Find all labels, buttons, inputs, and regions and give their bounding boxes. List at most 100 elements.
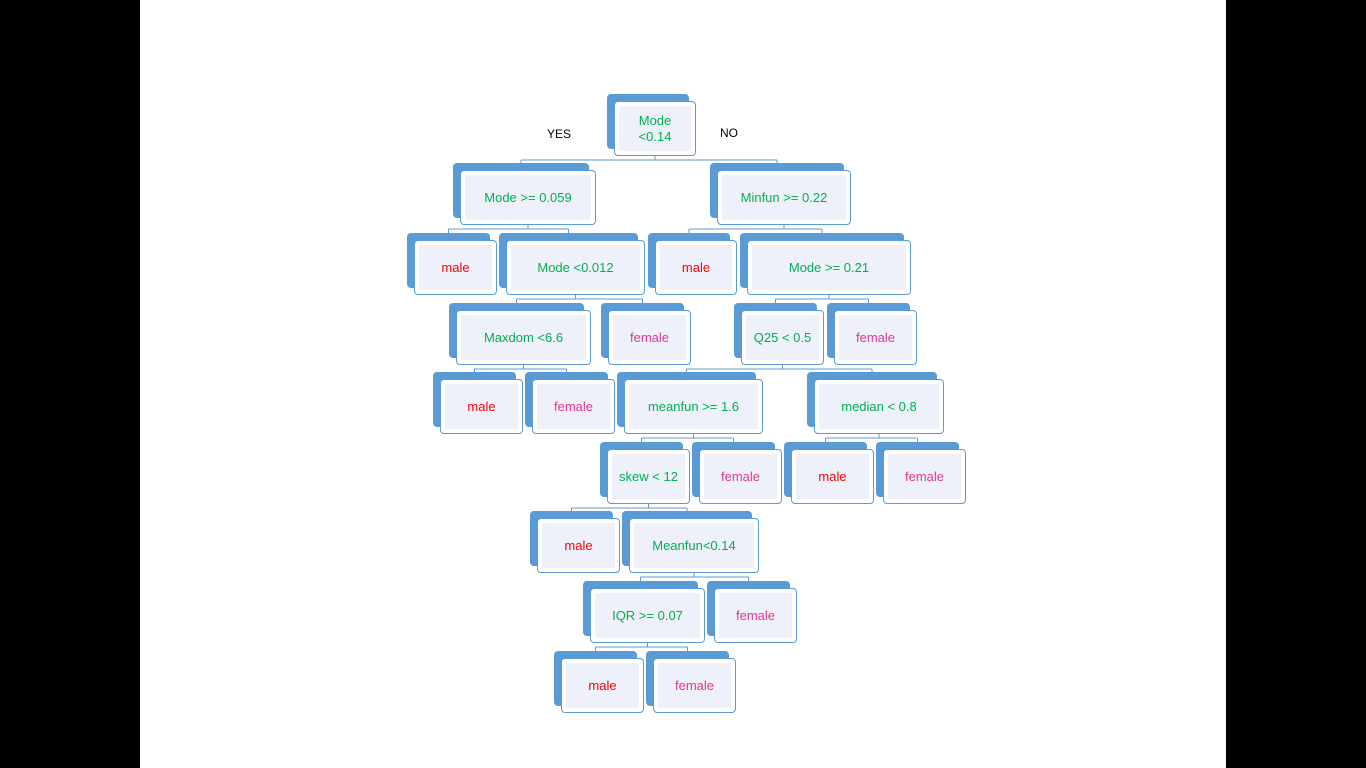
node-label: meanfun >= 1.6: [647, 398, 740, 414]
node-box: female: [883, 449, 966, 504]
node-label: male: [467, 398, 496, 414]
node-label: female: [553, 398, 594, 414]
node-fill: female: [888, 454, 961, 499]
tree-node-root: Mode <0.14: [607, 94, 696, 156]
node-label: male: [818, 468, 847, 484]
node-box: male: [537, 518, 620, 573]
node-label: Meanfun<0.14: [652, 537, 736, 553]
node-fill: Mode <0.012: [511, 245, 640, 290]
branch-label-no: NO: [720, 126, 738, 140]
node-box: female: [699, 449, 782, 504]
node-fill: Maxdom <6.6: [461, 315, 586, 360]
tree-node-leaf-male-4: male: [784, 442, 874, 504]
node-fill: skew < 12: [612, 454, 685, 499]
tree-node-n-skew: skew < 12: [600, 442, 690, 504]
tree-connectors: [448, 156, 918, 651]
tree-node-leaf-male-5: male: [530, 511, 620, 573]
node-label: median < 0.8: [841, 398, 917, 414]
node-label: female: [855, 329, 896, 345]
node-fill: Meanfun<0.14: [634, 523, 754, 568]
tree-node-n-meanfun014: Meanfun<0.14: [622, 511, 759, 573]
node-box: female: [532, 379, 615, 434]
tree-node-leaf-male-1: male: [407, 233, 497, 295]
node-box: female: [834, 310, 917, 365]
node-fill: male: [566, 663, 639, 708]
tree-node-leaf-male-2: male: [648, 233, 737, 295]
node-label: female: [735, 607, 776, 623]
node-box: male: [791, 449, 874, 504]
node-fill: male: [660, 245, 732, 290]
tree-node-n-q25: Q25 < 0.5: [734, 303, 824, 365]
node-label: female: [674, 677, 715, 693]
tree-node-n-mode012: Mode <0.012: [499, 233, 645, 295]
node-label: Mode >= 0.059: [484, 189, 572, 205]
node-fill: male: [419, 245, 492, 290]
node-label: skew < 12: [619, 468, 678, 484]
node-box: Mode <0.012: [506, 240, 645, 295]
node-label: Maxdom <6.6: [483, 329, 564, 345]
node-box: male: [414, 240, 497, 295]
tree-node-leaf-female-4: female: [692, 442, 782, 504]
node-box: female: [608, 310, 691, 365]
node-fill: female: [613, 315, 686, 360]
tree-node-n-meanfun16: meanfun >= 1.6: [617, 372, 763, 434]
node-fill: male: [796, 454, 869, 499]
node-label: female: [629, 329, 670, 345]
node-label: female: [904, 468, 945, 484]
node-label: Mode <0.14: [638, 112, 672, 144]
node-label: female: [720, 468, 761, 484]
node-box: IQR >= 0.07: [590, 588, 705, 643]
tree-node-n-iqr: IQR >= 0.07: [583, 581, 705, 643]
tree-node-n-mode059: Mode >= 0.059: [453, 163, 596, 225]
node-label: Mode <0.012: [537, 259, 614, 275]
node-box: male: [440, 379, 523, 434]
node-box: Meanfun<0.14: [629, 518, 759, 573]
node-fill: female: [537, 384, 610, 429]
node-box: skew < 12: [607, 449, 690, 504]
tree-node-leaf-female-3: female: [525, 372, 615, 434]
tree-node-leaf-female-6: female: [707, 581, 797, 643]
node-label: IQR >= 0.07: [612, 607, 683, 623]
node-label: Mode >= 0.21: [788, 259, 870, 275]
node-box: Minfun >= 0.22: [717, 170, 851, 225]
node-fill: median < 0.8: [819, 384, 939, 429]
node-fill: female: [704, 454, 777, 499]
node-label: male: [681, 259, 711, 275]
node-box: Mode >= 0.21: [747, 240, 911, 295]
node-fill: female: [719, 593, 792, 638]
node-fill: female: [658, 663, 731, 708]
node-box: female: [653, 658, 736, 713]
node-box: Q25 < 0.5: [741, 310, 824, 365]
node-label: male: [564, 537, 593, 553]
node-fill: Q25 < 0.5: [746, 315, 819, 360]
node-label: male: [441, 259, 470, 275]
node-box: Mode <0.14: [614, 101, 696, 156]
node-box: Maxdom <6.6: [456, 310, 591, 365]
node-box: meanfun >= 1.6: [624, 379, 763, 434]
tree-node-n-mode021: Mode >= 0.21: [740, 233, 911, 295]
node-fill: male: [542, 523, 615, 568]
node-fill: Mode >= 0.059: [465, 175, 591, 220]
node-box: male: [561, 658, 644, 713]
tree-node-leaf-female-7: female: [646, 651, 736, 713]
node-box: female: [714, 588, 797, 643]
node-fill: Minfun >= 0.22: [722, 175, 846, 220]
node-box: median < 0.8: [814, 379, 944, 434]
tree-node-leaf-male-3: male: [433, 372, 523, 434]
node-fill: female: [839, 315, 912, 360]
node-label: Q25 < 0.5: [753, 329, 812, 345]
branch-label-yes: YES: [547, 127, 572, 141]
node-fill: meanfun >= 1.6: [629, 384, 758, 429]
tree-node-leaf-female-2: female: [827, 303, 917, 365]
node-box: male: [655, 240, 737, 295]
tree-node-leaf-male-6: male: [554, 651, 644, 713]
tree-node-leaf-female-5: female: [876, 442, 966, 504]
tree-node-n-maxdom: Maxdom <6.6: [449, 303, 591, 365]
node-label: Minfun >= 0.22: [740, 189, 828, 205]
node-box: Mode >= 0.059: [460, 170, 596, 225]
node-fill: male: [445, 384, 518, 429]
node-fill: Mode <0.14: [619, 106, 691, 151]
node-fill: IQR >= 0.07: [595, 593, 700, 638]
tree-node-n-median: median < 0.8: [807, 372, 944, 434]
